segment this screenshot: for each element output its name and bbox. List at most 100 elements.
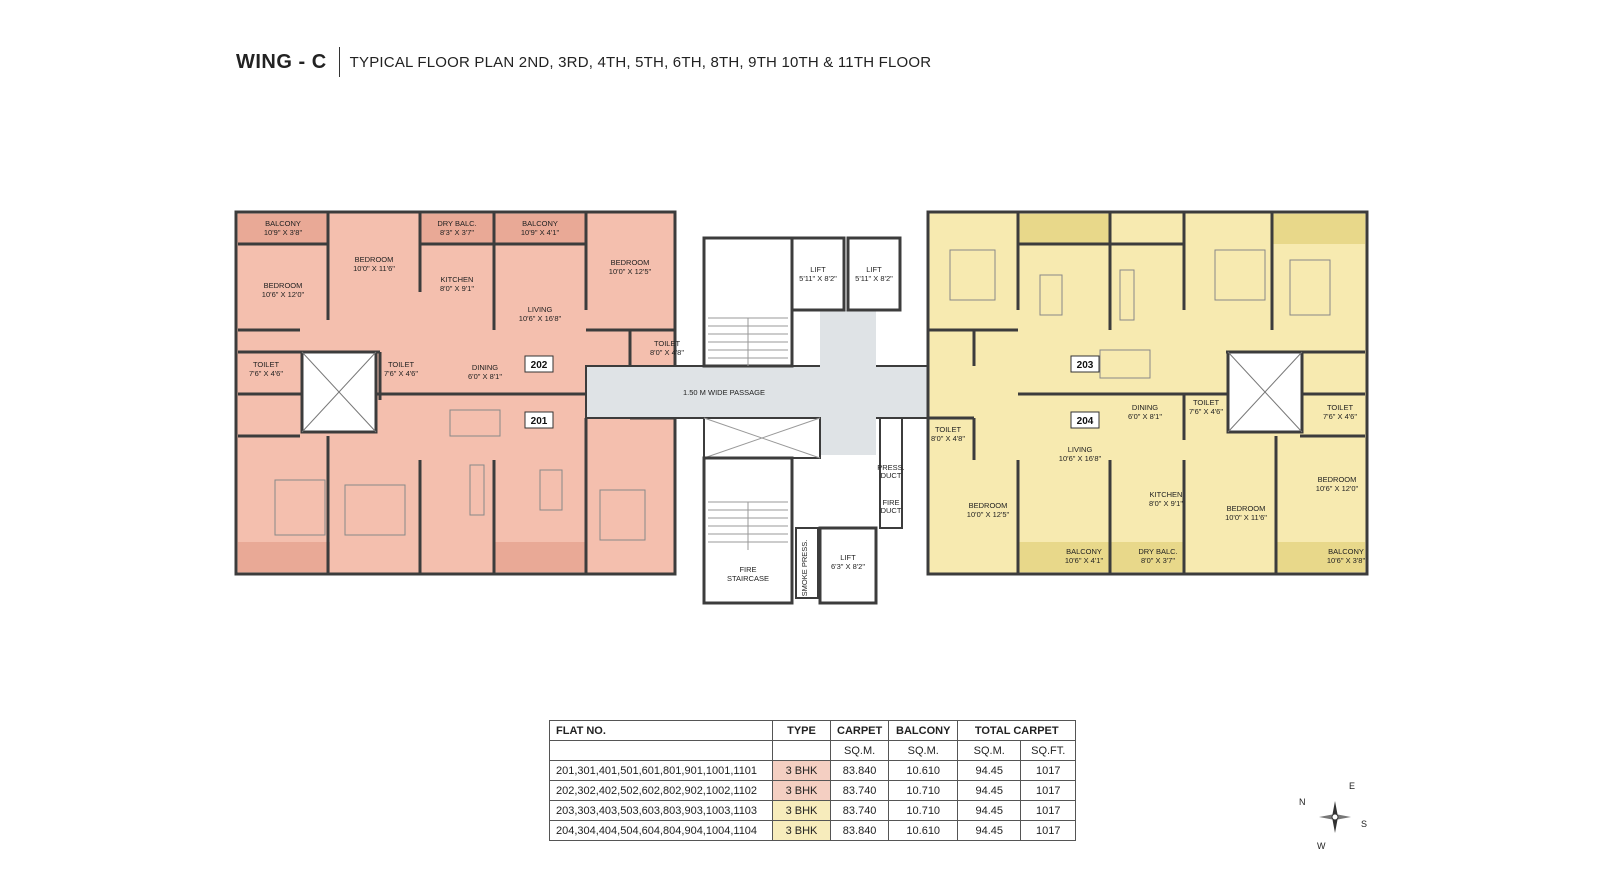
compass-icon: N E S W bbox=[1299, 781, 1368, 851]
label-fire: FIRE bbox=[739, 565, 756, 574]
label-balcony-a: BALCONY bbox=[265, 219, 301, 228]
drybalc-left bbox=[420, 214, 494, 244]
dim-toilet-a: 7'6" X 4'6" bbox=[249, 369, 283, 378]
dim-r-drybalc: 8'0" X 3'7" bbox=[1141, 556, 1175, 565]
label-fire-duct: FIRE bbox=[882, 498, 899, 507]
compass-n: N bbox=[1299, 797, 1306, 807]
balcony-right-d bbox=[1276, 542, 1365, 572]
smoke-press bbox=[795, 527, 819, 599]
balcony-right-c bbox=[1018, 542, 1110, 572]
left-walls bbox=[238, 212, 675, 574]
balcony-left-a bbox=[238, 214, 328, 244]
dim-r-living: 10'6" X 16'8" bbox=[1059, 454, 1102, 463]
right-walls bbox=[928, 212, 1365, 574]
floor-plan-subtitle: TYPICAL FLOOR PLAN 2ND, 3RD, 4TH, 5TH, 6… bbox=[349, 53, 932, 71]
header-type: TYPE bbox=[772, 720, 831, 741]
label-r-kitchen: KITCHEN bbox=[1150, 490, 1183, 499]
lift-b bbox=[846, 236, 902, 312]
balcony-left-d bbox=[494, 542, 586, 572]
wing-label: WING - C bbox=[236, 50, 327, 73]
dim-bedroom-c: 10'0" X 12'5" bbox=[609, 267, 652, 276]
compass-w: W bbox=[1317, 841, 1326, 851]
unit-carpet: SQ.M. bbox=[829, 740, 890, 761]
left-furniture bbox=[274, 409, 646, 541]
label-dining: DINING bbox=[472, 363, 498, 372]
table-row: 202,302,402,502,602,802,902,1002,1102 3 … bbox=[549, 780, 1077, 801]
label-smoke-press: SMOKE PRESS. bbox=[800, 540, 809, 597]
label-staircase: STAIRCASE bbox=[727, 574, 769, 583]
unit-tag-201: 201 bbox=[531, 416, 548, 427]
stair-treads-upper bbox=[708, 317, 788, 366]
label-r-living: LIVING bbox=[1068, 445, 1093, 454]
unit-balcony: SQ.M. bbox=[888, 740, 959, 761]
balcony-right-a bbox=[1018, 214, 1110, 244]
balcony-left-b bbox=[494, 214, 586, 244]
dim-balcony-b: 10'9" X 4'1" bbox=[521, 228, 560, 237]
label-bedroom-b: BEDROOM bbox=[355, 255, 394, 264]
compass-e: E bbox=[1349, 781, 1356, 791]
page-title: WING - C TYPICAL FLOOR PLAN 2ND, 3RD, 4T… bbox=[236, 46, 931, 78]
unit-total-sqm: SQ.M. bbox=[957, 740, 1022, 761]
dim-toilet-c: 8'0" X 4'8" bbox=[650, 348, 684, 357]
unit-total-sqft: SQ.FT. bbox=[1020, 740, 1077, 761]
compass-s: S bbox=[1361, 819, 1368, 829]
type-badge: 3 BHK bbox=[772, 760, 831, 781]
balcony-left-c bbox=[238, 542, 330, 572]
lift-a bbox=[790, 236, 846, 312]
ducts bbox=[879, 417, 903, 529]
right-wing: TOILET 8'0" X 4'8" DINING 6'0" X 8'1" TO… bbox=[926, 210, 1369, 576]
dim-lift-c: 6'3" X 8'2" bbox=[831, 562, 865, 571]
label-r-drybalc: DRY BALC. bbox=[1138, 547, 1177, 556]
dim-r-toilet-c: 7'6" X 4'6" bbox=[1323, 412, 1357, 421]
label-lift-a: LIFT bbox=[810, 265, 826, 274]
dim-r-balcony-b: 10'6" X 3'8" bbox=[1327, 556, 1366, 565]
dim-dining: 6'0" X 8'1" bbox=[468, 372, 502, 381]
label-drybalc: DRY BALC. bbox=[437, 219, 476, 228]
unit-tag-204: 204 bbox=[1077, 416, 1094, 427]
header-balcony: BALCONY bbox=[888, 720, 959, 741]
dim-lift-b: 5'11" X 8'2" bbox=[855, 274, 893, 283]
label-r-dining: DINING bbox=[1132, 403, 1158, 412]
label-r-toilet-b: TOILET bbox=[1193, 398, 1220, 407]
core-lobby bbox=[820, 310, 876, 455]
lift-c bbox=[818, 526, 878, 605]
right-furniture bbox=[949, 249, 1331, 379]
dim-living: 10'6" X 16'8" bbox=[519, 314, 562, 323]
title-divider bbox=[338, 47, 340, 77]
unit-tag-202: 202 bbox=[531, 360, 548, 371]
label-kitchen: KITCHEN bbox=[441, 275, 474, 284]
label-r-toilet-c: TOILET bbox=[1327, 403, 1354, 412]
unit-tag-201-box bbox=[524, 411, 554, 429]
type-badge: 3 BHK bbox=[772, 780, 831, 801]
drybalc-right bbox=[1110, 542, 1184, 572]
label-toilet-c: TOILET bbox=[654, 339, 681, 348]
balcony-right-b bbox=[1272, 214, 1365, 244]
compass-rose-icon bbox=[1319, 801, 1351, 833]
type-badge: 3 BHK bbox=[772, 820, 831, 841]
dim-r-toilet-b: 7'6" X 4'6" bbox=[1189, 407, 1223, 416]
label-lift-b: LIFT bbox=[866, 265, 882, 274]
dim-bedroom-a: 10'6" X 12'0" bbox=[262, 290, 305, 299]
stair-treads-lower bbox=[708, 501, 788, 550]
dim-balcony-a: 10'9" X 3'8" bbox=[264, 228, 303, 237]
label-toilet-a: TOILET bbox=[253, 360, 280, 369]
label-press-duct: DUCT bbox=[881, 471, 902, 480]
type-badge: 3 BHK bbox=[772, 800, 831, 821]
dim-kitchen: 8'0" X 9'1" bbox=[440, 284, 474, 293]
dim-drybalc: 8'3" X 3'7" bbox=[440, 228, 474, 237]
label-living: LIVING bbox=[528, 305, 553, 314]
unit-tag-204-box bbox=[1070, 411, 1100, 429]
label-r-bedroom-b: BEDROOM bbox=[969, 501, 1008, 510]
dim-r-bedroom-b: 10'0" X 12'5" bbox=[967, 510, 1010, 519]
dim-r-bedroom-c: 10'0" X 11'6" bbox=[1225, 513, 1267, 522]
dim-r-dining: 6'0" X 8'1" bbox=[1128, 412, 1162, 421]
label-bedroom-c: BEDROOM bbox=[611, 258, 650, 267]
label-bedroom-a: BEDROOM bbox=[264, 281, 303, 290]
dim-bedroom-b: 10'0" X 11'6" bbox=[353, 264, 395, 273]
label-r-bedroom-c: BEDROOM bbox=[1227, 504, 1266, 513]
unit-tag-202-box bbox=[524, 355, 554, 373]
dim-r-toilet-a: 8'0" X 4'8" bbox=[931, 434, 965, 443]
unit-tag-203-box bbox=[1070, 355, 1100, 373]
header-carpet: CARPET bbox=[829, 720, 890, 741]
